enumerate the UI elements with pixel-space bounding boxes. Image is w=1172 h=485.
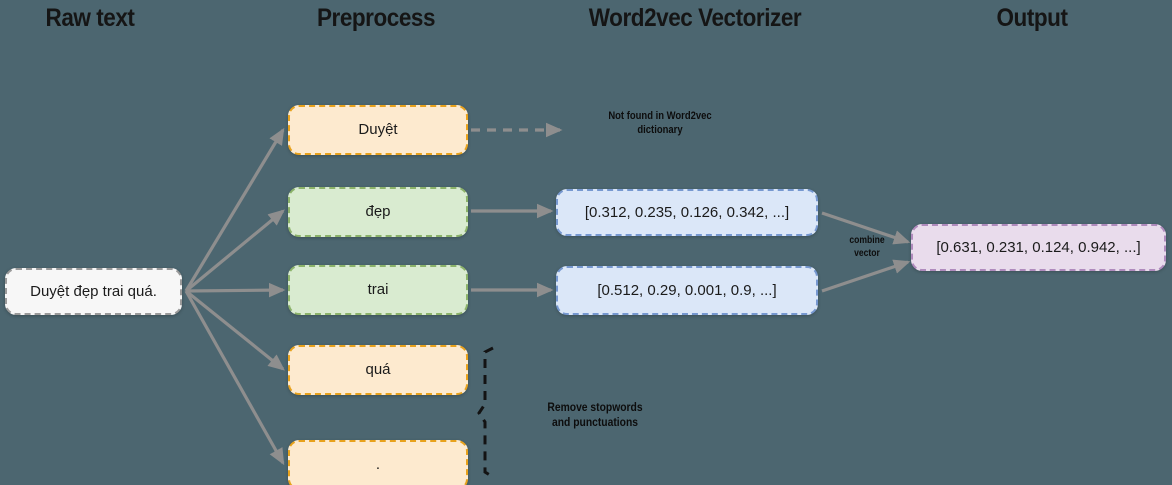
output-vector-label: [0.631, 0.231, 0.124, 0.942, ...] xyxy=(936,238,1141,256)
token-label-duyet: Duyệt xyxy=(358,121,398,138)
arrow-raw-to-trai xyxy=(185,282,286,298)
token-box-period[interactable]: . xyxy=(288,440,468,485)
annotation-not-found: Not found in Word2vec dictionary xyxy=(578,110,741,138)
token-box-qua[interactable]: quá xyxy=(288,345,468,395)
output-vector-box[interactable]: [0.631, 0.231, 0.124, 0.942, ...] xyxy=(911,224,1166,271)
token-label-period: . xyxy=(375,456,381,473)
vector-box-trai[interactable]: [0.512, 0.29, 0.001, 0.9, ...] xyxy=(556,266,818,315)
vector-label-dep: [0.312, 0.235, 0.126, 0.342, ...] xyxy=(584,203,790,221)
annotation-combine-line1: combine xyxy=(849,235,885,246)
token-box-dep[interactable]: đẹp xyxy=(288,187,468,237)
column-header-raw-text: Raw text xyxy=(45,4,135,32)
vector-box-dep[interactable]: [0.312, 0.235, 0.126, 0.342, ...] xyxy=(556,189,818,236)
arrow-raw-to-duyet xyxy=(184,127,285,292)
raw-text-box[interactable]: Duyệt đẹp trai quá. xyxy=(5,268,182,315)
annotation-not-found-line2: dictionary xyxy=(637,123,683,136)
annotation-combine-line2: vector xyxy=(854,247,880,259)
arrow-raw-to-dep xyxy=(184,209,285,293)
annotation-remove-line2: and punctuations xyxy=(552,415,638,429)
column-header-preprocess: Preprocess xyxy=(316,4,436,32)
annotation-remove-stopwords: Remove stopwords and punctuations xyxy=(513,400,676,430)
annotation-combine-vector: combine vector xyxy=(828,235,905,260)
token-label-qua: quá xyxy=(365,361,391,378)
arrow-raw-to-qua xyxy=(184,289,285,371)
annotation-not-found-line1: Not found in Word2vec xyxy=(608,110,712,122)
arrow-vector2-to-output xyxy=(821,259,911,293)
column-header-word2vec-vectorizer: Word2vec Vectorizer xyxy=(588,4,802,32)
stopword-brace xyxy=(477,346,494,479)
arrow-raw-to-period xyxy=(184,290,285,466)
raw-text-label: Duyệt đẹp trai quá. xyxy=(30,282,157,300)
token-label-dep: đẹp xyxy=(365,203,391,220)
column-header-output: Output xyxy=(996,4,1068,32)
token-box-trai[interactable]: trai xyxy=(288,265,468,315)
token-label-trai: trai xyxy=(367,281,389,298)
vector-label-trai: [0.512, 0.29, 0.001, 0.9, ...] xyxy=(597,281,777,299)
token-box-duyet[interactable]: Duyệt xyxy=(288,105,468,155)
annotation-remove-line1: Remove stopwords xyxy=(547,400,643,414)
